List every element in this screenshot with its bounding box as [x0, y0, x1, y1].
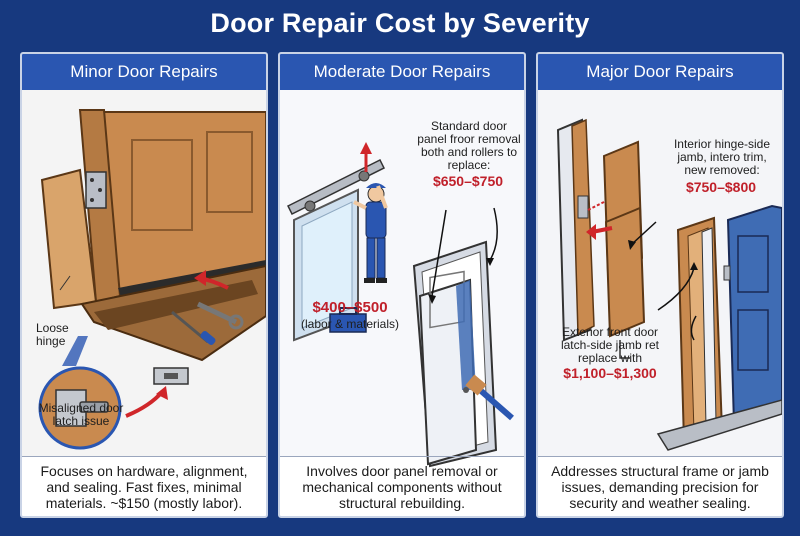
major-repairs-panel: Major Door Repairs [536, 52, 784, 518]
moderate-repairs-illustration [280, 90, 524, 468]
labor-materials-label: (labor & materials) [300, 317, 400, 331]
minor-repairs-heading: Minor Door Repairs [22, 54, 266, 90]
toolbox-icon [329, 307, 367, 333]
wrench-icon [196, 301, 244, 330]
minor-repairs-panel: Minor Door Repairs [20, 52, 268, 518]
panel-divider [22, 456, 266, 457]
latch-magnify-icon [38, 366, 122, 450]
exterior-jamb-label: Exterior front door latch-side jamb ret … [560, 325, 660, 365]
standard-door-price: $650–$750 [432, 173, 504, 189]
sliding-glass-panel [293, 188, 359, 342]
worker-icon [353, 183, 388, 283]
minor-repairs-description: Focuses on hardware, alignment, and seal… [40, 463, 248, 511]
page-title: Door Repair Cost by Severity [210, 8, 590, 38]
exterior-jamb-price: $1,100–$1,300 [563, 365, 657, 381]
exterior-door-frame [676, 216, 724, 444]
moderate-main-price: $400–$500 [312, 299, 388, 316]
interior-jamb-label: Interior hinge-side jamb, intero trim, n… [673, 137, 771, 177]
moderate-repairs-description: Involves door panel removal or mechanica… [302, 463, 502, 511]
loose-hinge-label: Loose hinge [36, 321, 69, 348]
interior-jamb-price: $750–$800 [685, 179, 757, 195]
door-panel [418, 270, 478, 466]
moderate-repairs-panel: Moderate Door Repairs [278, 52, 526, 518]
moderate-repairs-heading: Moderate Door Repairs [280, 54, 524, 90]
strike-plate-icon [153, 367, 189, 385]
latch-issue-label: Misaligned door latch issue [38, 401, 124, 428]
major-repairs-illustration [538, 90, 782, 456]
hinge-icon [85, 171, 107, 209]
minor-repairs-illustration [22, 90, 266, 456]
arrow-icon [194, 270, 229, 290]
blue-door-panel [723, 204, 782, 426]
major-repairs-heading: Major Door Repairs [538, 54, 782, 90]
panel-divider [538, 456, 782, 457]
interior-jamb [556, 118, 646, 342]
panel-divider [280, 456, 524, 457]
screwdriver-icon [171, 310, 216, 345]
standard-door-label: Standard door panel froor removal both a… [417, 119, 521, 172]
major-repairs-description: Addresses structural frame or jamb issue… [551, 463, 769, 511]
paintbrush-icon [465, 374, 514, 421]
